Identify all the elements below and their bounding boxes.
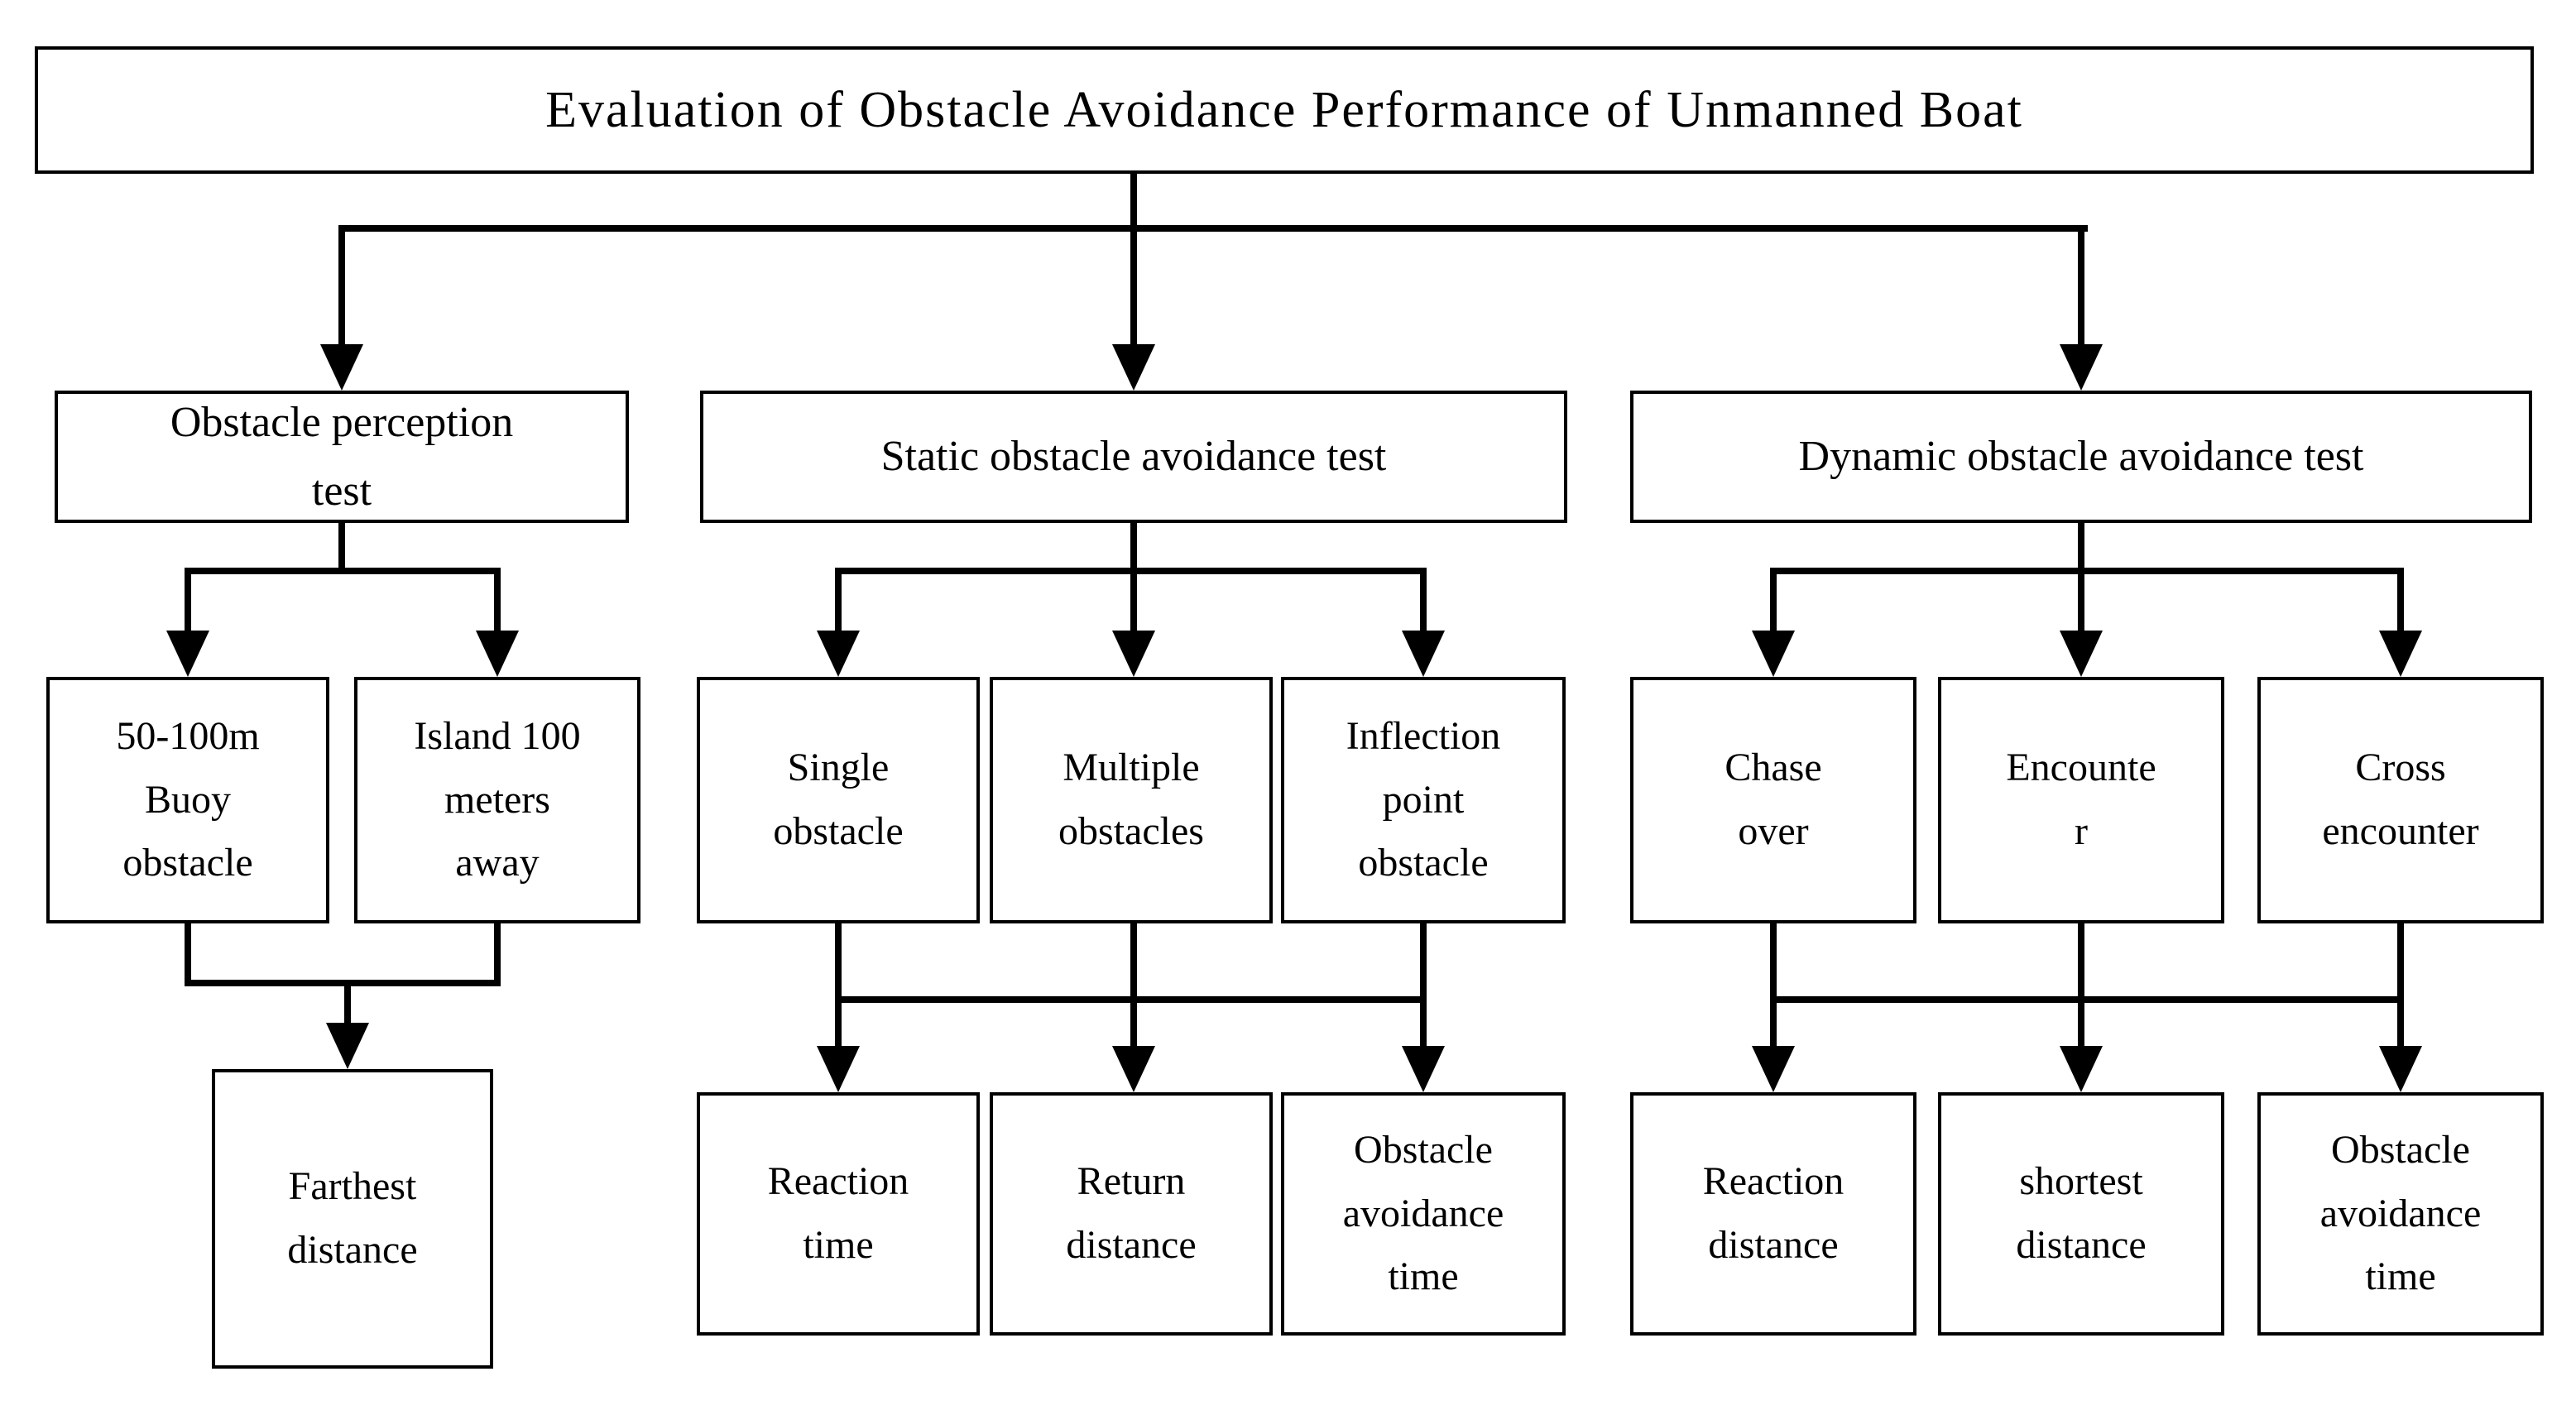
outcome-box-static-obstacle-avoidance-time: Obstacle avoidance time	[1281, 1092, 1566, 1336]
connector-branch3-drop-2	[2078, 568, 2084, 634]
child-box-encounter: Encounte r	[1938, 677, 2224, 923]
child-box-cross-encounter: Cross encounter	[2257, 677, 2544, 923]
connector-merge3-rail-3	[2397, 923, 2404, 1049]
arrow-down-icon	[2060, 344, 2103, 391]
connector-drop-branch-3	[2078, 225, 2084, 349]
arrow-down-icon	[1402, 631, 1445, 677]
child-box-chase-over: Chase over	[1630, 677, 1916, 923]
connector-merge1-riser-1	[185, 923, 191, 986]
outcome-box-dynamic-obstacle-avoidance-time: Obstacle avoidance time	[2257, 1092, 2544, 1336]
arrow-down-icon	[1402, 1046, 1445, 1092]
branch-box-dynamic-obstacle-avoidance-test: Dynamic obstacle avoidance test	[1630, 391, 2532, 523]
arrow-down-icon	[320, 344, 363, 391]
connector-branch2-stem	[1130, 523, 1137, 574]
root-box-evaluation-title: Evaluation of Obstacle Avoidance Perform…	[35, 46, 2534, 174]
arrow-down-icon	[1112, 631, 1155, 677]
connector-merge3-rail-1	[1770, 923, 1777, 1049]
connector-branch3-bar	[1770, 568, 2404, 574]
arrow-down-icon	[326, 1023, 369, 1069]
arrow-down-icon	[2379, 631, 2422, 677]
connector-merge2-bar	[835, 996, 1427, 1003]
connector-title-stem	[1130, 174, 1137, 232]
connector-branch3-drop-1	[1770, 568, 1777, 634]
arrow-down-icon	[817, 1046, 860, 1092]
arrow-down-icon	[1112, 1046, 1155, 1092]
arrow-down-icon	[476, 631, 519, 677]
outcome-box-farthest-distance: Farthest distance	[212, 1069, 493, 1369]
arrow-down-icon	[1112, 344, 1155, 391]
outcome-box-reaction-time: Reaction time	[697, 1092, 980, 1336]
branch-box-obstacle-perception-test: Obstacle perception test	[55, 391, 629, 523]
connector-merge2-rail-2	[1130, 923, 1137, 1049]
arrow-down-icon	[2379, 1046, 2422, 1092]
arrow-down-icon	[2060, 631, 2103, 677]
connector-branch1-drop-1	[185, 568, 191, 634]
connector-branch1-drop-2	[494, 568, 501, 634]
outcome-box-return-distance: Return distance	[990, 1092, 1273, 1336]
connector-merge3-rail-2	[2078, 923, 2084, 1049]
connector-merge2-rail-1	[835, 923, 842, 1049]
connector-merge2-rail-3	[1420, 923, 1427, 1049]
arrow-down-icon	[1752, 1046, 1795, 1092]
branch-box-static-obstacle-avoidance-test: Static obstacle avoidance test	[700, 391, 1567, 523]
connector-branch2-drop-2	[1130, 568, 1137, 634]
connector-branch2-drop-1	[835, 568, 842, 634]
child-box-single-obstacle: Single obstacle	[697, 677, 980, 923]
arrow-down-icon	[2060, 1046, 2103, 1092]
connector-merge1-bar	[185, 980, 501, 986]
connector-branch1-stem	[338, 523, 345, 574]
child-box-multiple-obstacles: Multiple obstacles	[990, 677, 1273, 923]
connector-drop-branch-2	[1130, 225, 1137, 349]
connector-merge1-riser-2	[494, 923, 501, 986]
child-box-island-100-meters: Island 100 meters away	[354, 677, 640, 923]
outcome-box-shortest-distance: shortest distance	[1938, 1092, 2224, 1336]
child-box-inflection-point-obstacle: Inflection point obstacle	[1281, 677, 1566, 923]
connector-branch3-stem	[2078, 523, 2084, 574]
arrow-down-icon	[817, 631, 860, 677]
child-box-buoy-obstacle: 50-100m Buoy obstacle	[46, 677, 329, 923]
arrow-down-icon	[1752, 631, 1795, 677]
connector-merge1-stem	[344, 980, 351, 1026]
connector-top-bar	[338, 225, 2088, 232]
connector-branch2-drop-3	[1420, 568, 1427, 634]
connector-merge3-bar	[1770, 996, 2404, 1003]
outcome-box-reaction-distance: Reaction distance	[1630, 1092, 1916, 1336]
connector-branch3-drop-3	[2397, 568, 2404, 634]
connector-branch1-bar	[185, 568, 501, 574]
arrow-down-icon	[166, 631, 209, 677]
connector-drop-branch-1	[338, 225, 345, 349]
